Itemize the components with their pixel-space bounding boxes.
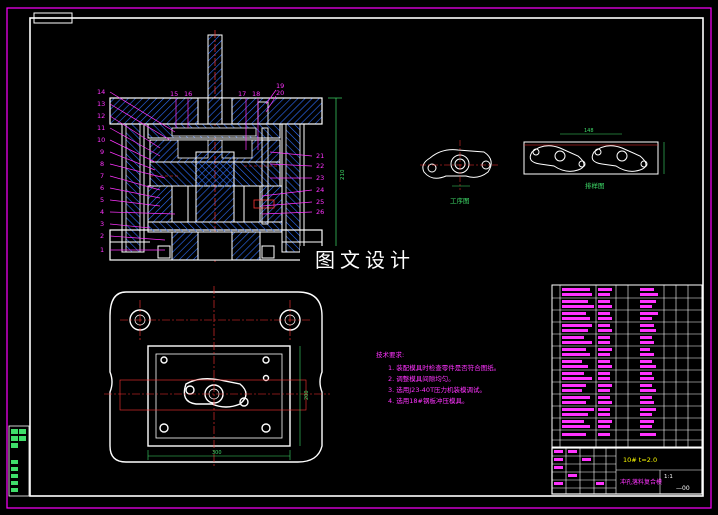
sectional-view [109,30,323,262]
part-numbers-right: 21 22 23 24 25 26 [316,152,324,216]
part-number: 22 [316,162,324,170]
part-number: 19 [276,82,284,90]
part-number: 11 [97,124,105,132]
part-number: 1 [100,246,104,254]
plan-dimensions [147,346,301,460]
part-number: 21 [316,152,324,160]
height-dimension-text: 210 [340,169,346,180]
part-number: 26 [316,208,324,216]
tech-req-item: 1. 装配模具时检查零件是否符合图纸。 [388,363,500,372]
part-number: 8 [100,160,104,168]
title-drawing-name: 冲孔落料复合模 [620,478,662,486]
inner-drawing-frame [29,17,704,497]
part-number: 15 [170,90,178,98]
part-number: 7 [100,172,104,180]
tech-req-item: 4. 选用18#钢板冲压模具。 [388,396,469,405]
strip-layout [523,133,665,175]
part-number: 2 [100,232,104,240]
binding-strip [8,425,30,497]
part-number: 12 [97,112,105,120]
part-number: 3 [100,220,104,228]
plan-centerlines [104,286,330,466]
part-number: 23 [316,174,324,182]
part-number: 20 [276,89,284,97]
part-number: 5 [100,196,104,204]
part-number: 10 [97,136,105,144]
title-scale: 1:1 [664,474,673,480]
title-material: 10# t=2.0 [623,456,657,464]
part-numbers-top: 15 16 17 18 19 20 [170,82,284,98]
tech-req-item: 2. 调整模具间隙均匀。 [388,374,455,383]
part-number: 24 [316,186,324,194]
part-number: 13 [97,100,105,108]
part-leaders [109,89,313,251]
plan-height-dim: 200 [304,390,310,400]
part-number: 16 [184,90,192,98]
outer-sheet-border [6,7,712,509]
technical-requirements: 技术要求: 1. 装配模具时检查零件是否符合图纸。 2. 调整模具间隙均匀。 3… [376,350,500,405]
part-number: 25 [316,198,324,206]
title-sheet: —00 [676,485,690,492]
plan-width-dim: 300 [212,450,222,456]
part-number: 4 [100,208,104,216]
part-number: 9 [100,148,104,156]
part-numbers-left: 14 13 12 11 10 9 8 7 6 5 4 3 2 1 [97,88,105,254]
tech-req-heading: 技术要求: [376,350,404,359]
strip-width-dim: 148 [584,128,594,134]
workpiece-view [420,140,500,190]
part-number: 18 [252,90,260,98]
part-number: 6 [100,184,104,192]
title-block [551,447,703,495]
part-number: 17 [238,90,246,98]
binding-strip-blocks [11,429,26,492]
parts-list-table [551,284,703,448]
workpiece-caption: 工序图 [450,196,470,205]
strip-layout-caption: 排样图 [585,181,605,190]
watermark-text: 图文设计 [300,246,430,274]
part-number: 14 [97,88,105,96]
tech-req-item: 3. 选用J23-40T压力机装模调试。 [388,385,486,394]
